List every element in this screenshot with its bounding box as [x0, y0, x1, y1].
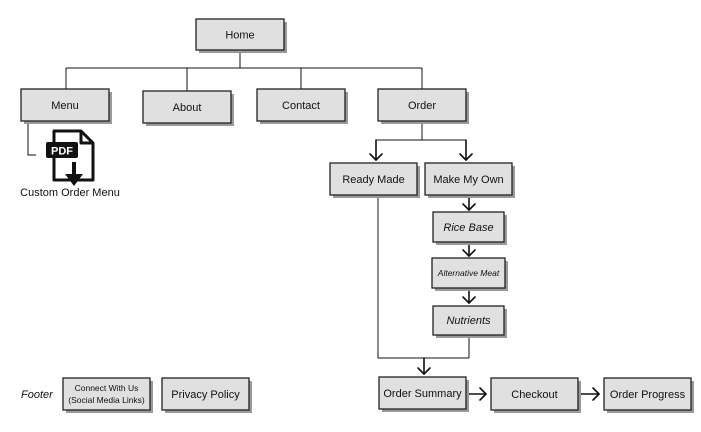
menu-label: Menu [51, 100, 79, 112]
pdf-caption: Custom Order Menu [20, 187, 120, 199]
alternative-meat-label: Alternative Meat [437, 268, 500, 278]
ready-made-label: Ready Made [342, 174, 404, 186]
privacy-policy-label: Privacy Policy [171, 389, 240, 401]
pdf-download-icon: PDF [46, 129, 95, 186]
connect-with-us-node: Connect With Us (Social Media Links) [62, 377, 153, 413]
ready-made-node: Ready Made [329, 162, 420, 198]
menu-node: Menu [20, 88, 112, 124]
footer-label: Footer [21, 389, 54, 401]
home-label: Home [225, 30, 254, 42]
checkout-node: Checkout [490, 377, 581, 413]
nutrients-label: Nutrients [446, 315, 491, 327]
connectors [27, 51, 470, 359]
alternative-meat-node: Alternative Meat [431, 257, 508, 291]
order-summary-node: Order Summary [378, 376, 469, 412]
nutrients-node: Nutrients [432, 305, 507, 338]
rice-base-node: Rice Base [432, 211, 507, 245]
connect-line1-label: Connect With Us [75, 383, 139, 393]
about-node: About [142, 90, 234, 126]
order-summary-label: Order Summary [383, 388, 462, 400]
make-my-own-label: Make My Own [433, 174, 503, 186]
privacy-policy-node: Privacy Policy [161, 377, 252, 413]
home-node: Home [195, 18, 287, 53]
rice-base-label: Rice Base [443, 222, 493, 234]
contact-label: Contact [282, 100, 320, 112]
order-progress-node: Order Progress [603, 377, 694, 413]
order-node: Order [377, 88, 469, 124]
pdf-badge-text: PDF [51, 146, 73, 158]
make-my-own-node: Make My Own [424, 162, 515, 198]
order-label: Order [408, 100, 436, 112]
order-progress-label: Order Progress [610, 389, 686, 401]
connect-line2-label: (Social Media Links) [68, 395, 145, 405]
about-label: About [173, 102, 202, 114]
checkout-label: Checkout [511, 389, 557, 401]
contact-node: Contact [256, 88, 348, 124]
arrows [369, 139, 600, 401]
